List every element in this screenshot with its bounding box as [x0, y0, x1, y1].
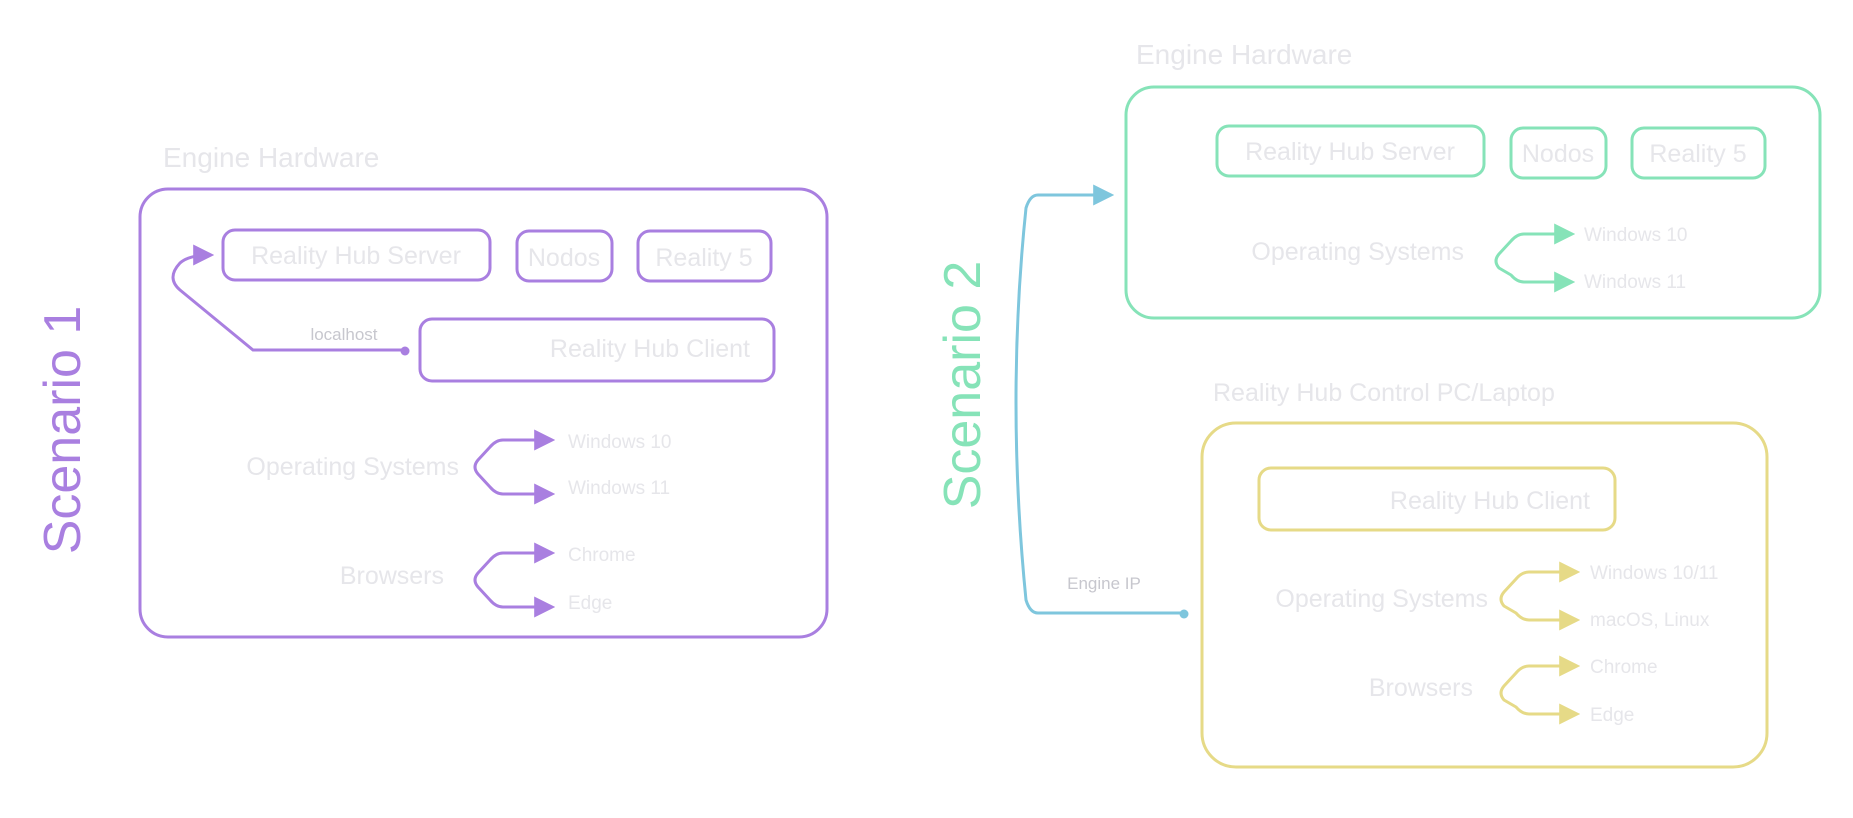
browser-2-item-edge: Edge	[1590, 705, 1634, 726]
control-pc-label: Reality Hub Control PC/Laptop	[1213, 379, 1555, 407]
os-2-item-windows-11: Windows 11	[1584, 272, 1686, 293]
os-3-item-macos-linux: macOS, Linux	[1590, 610, 1710, 631]
engine-ip-connector-dot	[1179, 609, 1189, 619]
engine-hardware-label: Engine Hardware	[163, 142, 379, 173]
os-item-windows-10: Windows 10	[568, 432, 672, 453]
os-label: Operating Systems	[246, 453, 459, 481]
reality-hub-client-box	[418, 317, 776, 383]
browsers-label: Browsers	[340, 562, 444, 590]
os-3-item-windows-10-11: Windows 10/11	[1590, 563, 1719, 584]
nodos-2-box	[1509, 126, 1608, 180]
scenario-1-group: Scenario 1 Engine Hardware Reality Hub S…	[34, 142, 829, 639]
engine-hardware-frame	[138, 187, 829, 639]
nodos-label: Nodos	[528, 244, 600, 272]
engine-ip-label: Engine IP	[1067, 574, 1141, 593]
reality-hub-server-2-box	[1215, 124, 1486, 178]
scenario-1-title: Scenario 1	[34, 306, 92, 555]
reality-hub-client-2-label: Reality Hub Client	[1390, 487, 1590, 515]
nodos-2-label: Nodos	[1522, 140, 1594, 168]
reality-5-label: Reality 5	[655, 244, 752, 272]
os-item-windows-11: Windows 11	[568, 478, 670, 499]
engine-ip-connector	[1014, 184, 1183, 615]
os-2-bracket	[1494, 232, 1564, 284]
nodos-box	[515, 229, 614, 283]
browsers-2-label: Browsers	[1369, 674, 1473, 702]
engine-hardware-2-frame	[1124, 85, 1822, 320]
browsers-2-bracket	[1499, 664, 1569, 716]
reality-hub-server-box	[221, 228, 492, 282]
os-3-bracket	[1499, 570, 1569, 622]
os-3-label: Operating Systems	[1275, 585, 1488, 613]
browser-item-chrome: Chrome	[568, 545, 636, 566]
reality-5-2-label: Reality 5	[1649, 140, 1746, 168]
engine-hardware-2-label: Engine Hardware	[1136, 39, 1352, 70]
reality-hub-server-label: Reality Hub Server	[251, 242, 461, 270]
reality-hub-client-label: Reality Hub Client	[550, 335, 750, 363]
localhost-connector-dot	[400, 346, 410, 356]
localhost-connector	[171, 244, 404, 352]
os-2-label: Operating Systems	[1251, 238, 1464, 266]
reality-hub-client-2-box	[1257, 466, 1617, 532]
reality-5-box	[636, 229, 773, 283]
os-2-item-windows-10: Windows 10	[1584, 225, 1688, 246]
browser-2-item-chrome: Chrome	[1590, 657, 1658, 678]
scenario-2-group: Scenario 2 Engine Hardware Reality Hub S…	[934, 39, 1822, 769]
reality-5-2-box	[1630, 126, 1767, 180]
browser-item-edge: Edge	[568, 593, 612, 614]
browsers-bracket	[473, 551, 543, 609]
scenario-2-title: Scenario 2	[934, 261, 992, 510]
reality-hub-server-2-label: Reality Hub Server	[1245, 138, 1455, 166]
os-bracket	[473, 438, 543, 496]
control-pc-frame	[1200, 421, 1769, 769]
localhost-label: localhost	[310, 325, 377, 344]
